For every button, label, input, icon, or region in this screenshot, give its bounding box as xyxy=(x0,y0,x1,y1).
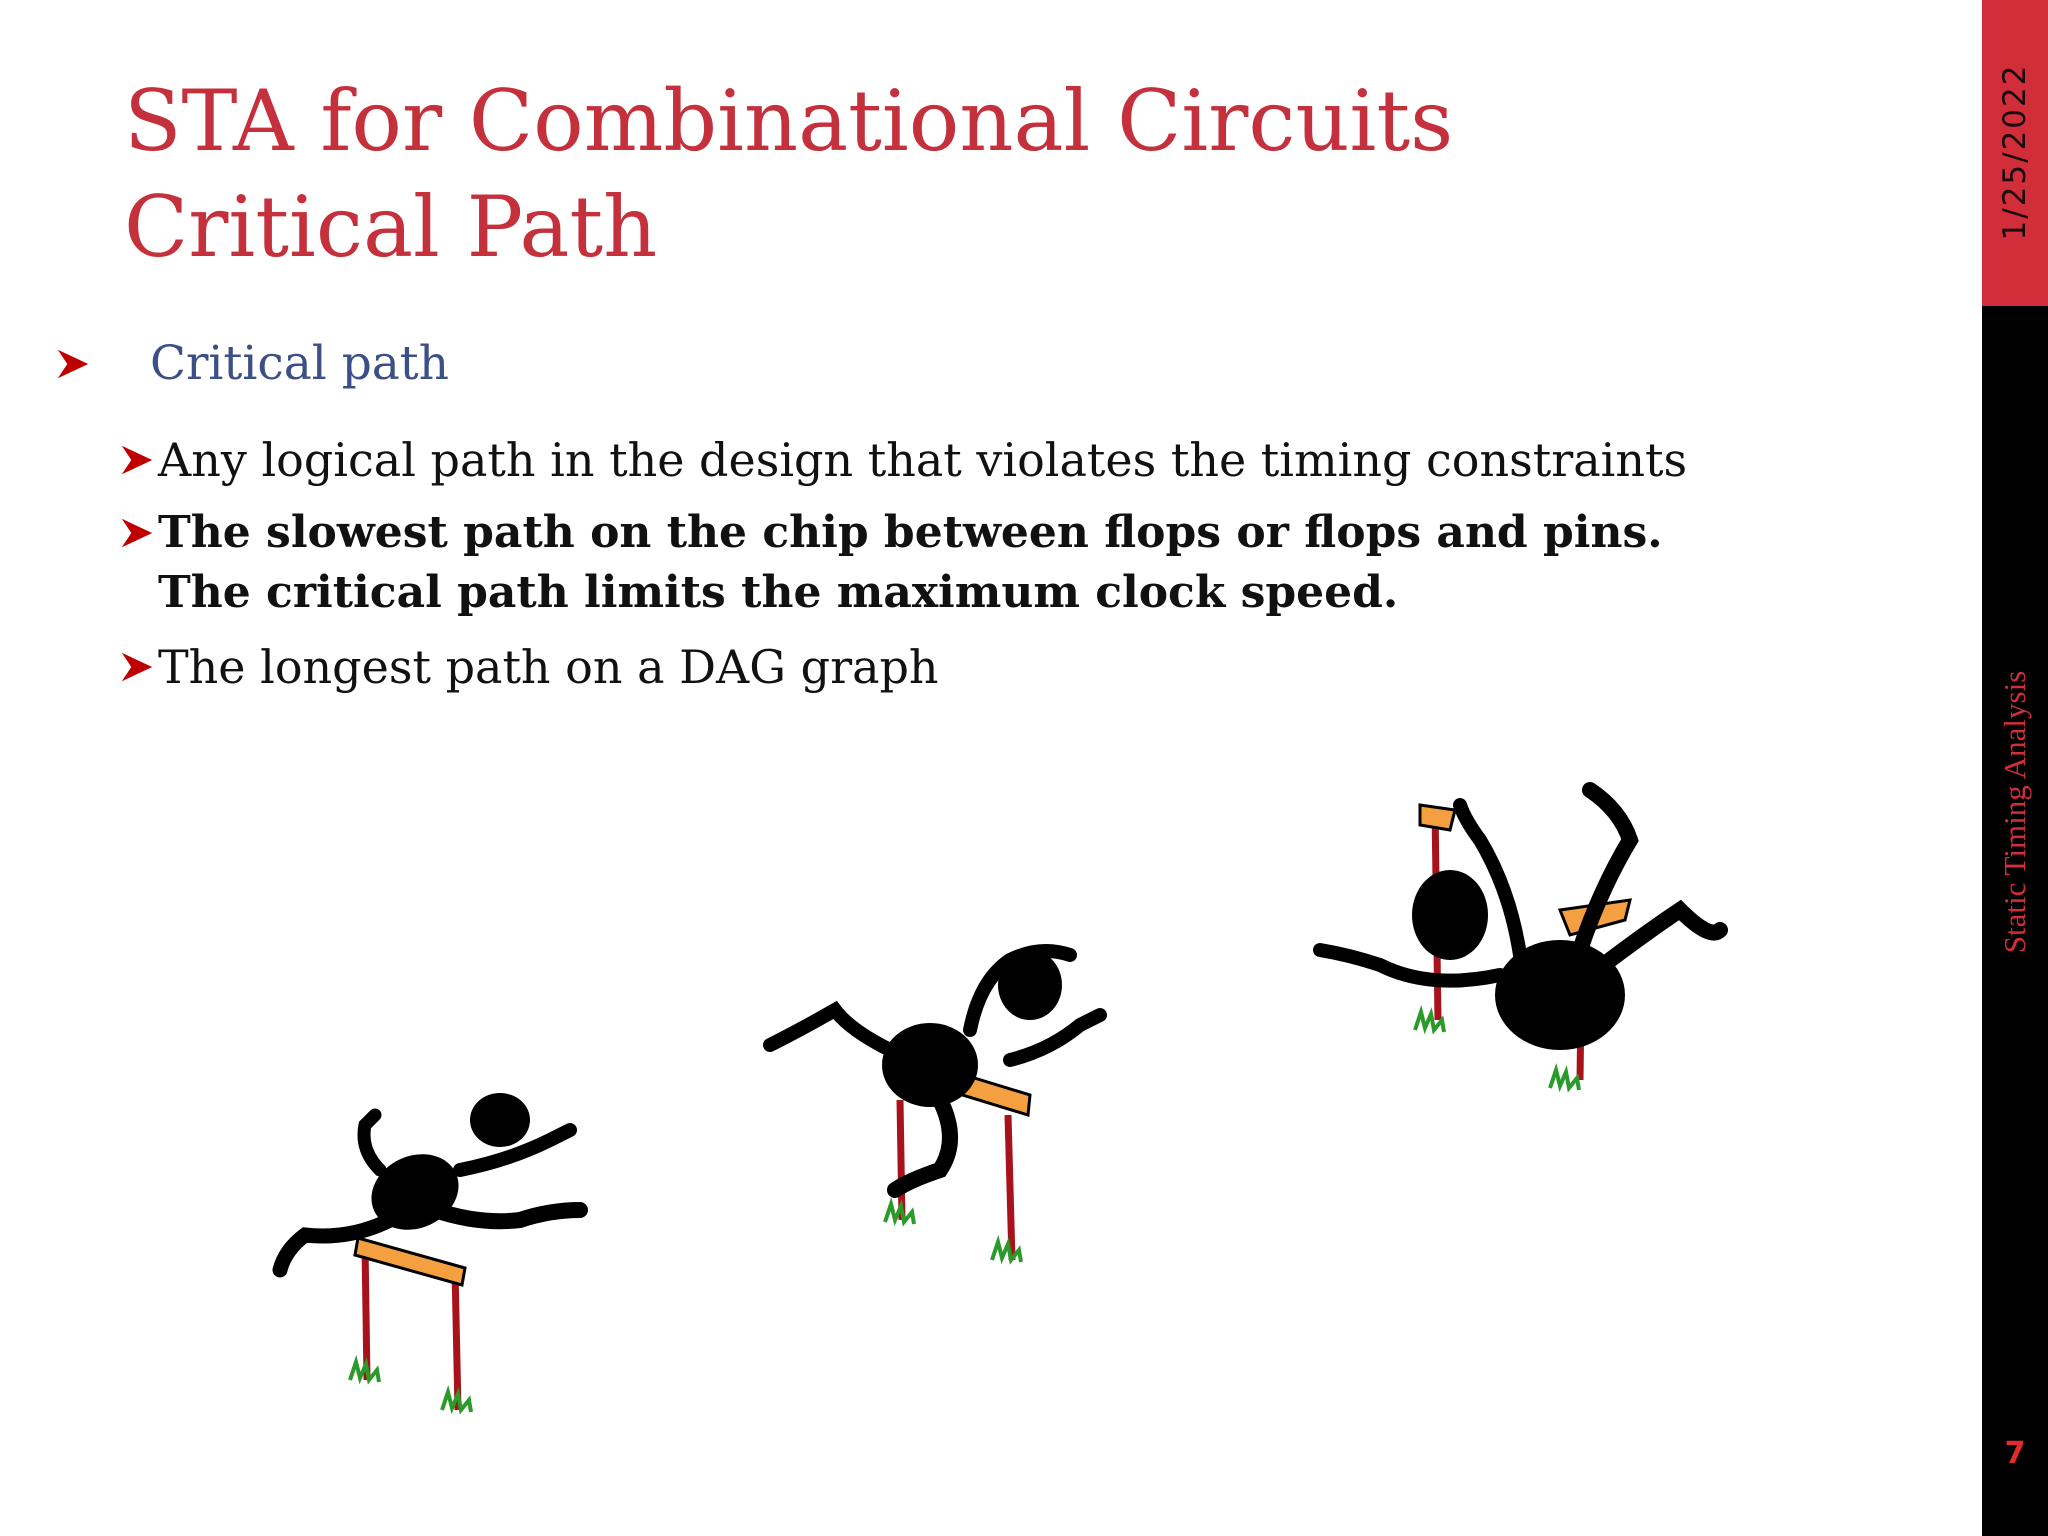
sub-bullet-line-2: The critical path limits the maximum clo… xyxy=(158,567,1399,618)
bullet-label: Critical path xyxy=(150,336,449,391)
grass-icon xyxy=(1548,1062,1581,1093)
hurdle-1-bar xyxy=(353,1236,467,1287)
runner-body xyxy=(882,1023,978,1107)
grass-icon xyxy=(883,1196,916,1227)
slide-title: STA for Combinational Circuits Critical … xyxy=(124,68,1453,280)
runner-2-hitting-hurdle xyxy=(763,944,1107,1265)
sub-bullet-text: Any logical path in the design that viol… xyxy=(158,433,1688,487)
runner-body xyxy=(1495,940,1625,1050)
bullet-critical-path: Critical path xyxy=(54,336,449,391)
runner-1-clearing-hurdle xyxy=(272,1093,588,1415)
hurdle-1-post-right xyxy=(451,1269,462,1411)
grass-icon xyxy=(348,1354,381,1385)
sub-bullet-1: Any logical path in the design that viol… xyxy=(118,430,1687,490)
sub-bullet-2: The slowest path on the chip between flo… xyxy=(118,503,1663,623)
grass-icon xyxy=(440,1384,473,1415)
page-number: 7 xyxy=(2004,1436,2026,1471)
arrowhead-bullet-icon xyxy=(57,349,89,378)
runner-head xyxy=(998,950,1062,1020)
slide-date: 1/25/2022 xyxy=(1997,63,2033,241)
sub-bullet-line-1: The slowest path on the chip between flo… xyxy=(158,507,1663,558)
hurdle-runners-illustration xyxy=(272,782,1728,1415)
runner-head xyxy=(470,1093,530,1147)
sub-bullet-text: The slowest path on the chip between flo… xyxy=(158,503,1663,623)
grass-icon xyxy=(990,1234,1023,1265)
runner-head xyxy=(1412,870,1488,960)
arrowhead-bullet-icon xyxy=(121,652,153,682)
sidebar: 1/25/2022 Static Timing Analysis 7 xyxy=(1982,0,2048,1536)
arrowhead-bullet-icon xyxy=(121,518,153,548)
arrowhead-bullet-icon xyxy=(121,445,153,475)
title-line-1: STA for Combinational Circuits xyxy=(124,72,1454,170)
runner-3-falling-over-hurdle xyxy=(1313,782,1728,1093)
title-line-2: Critical Path xyxy=(124,178,658,276)
hurdle-3-bar xyxy=(1418,803,1457,832)
course-title: Static Timing Analysis xyxy=(1997,670,2032,954)
sub-bullet-text: The longest path on a DAG graph xyxy=(158,640,939,694)
hurdle-2-post-right xyxy=(1004,1114,1016,1261)
grass-icon xyxy=(1413,1004,1446,1035)
sidebar-date-panel: 1/25/2022 xyxy=(1982,0,2048,306)
sub-bullet-3: The longest path on a DAG graph xyxy=(118,637,939,697)
